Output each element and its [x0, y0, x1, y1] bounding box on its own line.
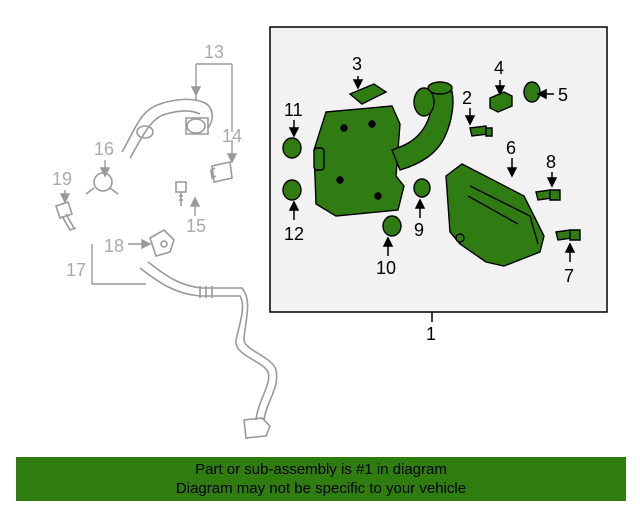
- callout-5: 5: [558, 85, 568, 105]
- housing: [313, 105, 405, 217]
- gasket-3: [348, 83, 388, 105]
- callout-17: 17: [66, 260, 86, 280]
- plug-4: [489, 91, 513, 113]
- banner-line-2: Diagram may not be specific to your vehi…: [175, 480, 467, 497]
- seal-11: [282, 137, 302, 159]
- callout-8: 8: [546, 152, 556, 172]
- callout-18: 18: [104, 236, 124, 256]
- callout-9: 9: [414, 220, 424, 240]
- callout-13: 13: [204, 42, 224, 62]
- seal-10: [382, 215, 402, 237]
- ghost-parts: [54, 98, 278, 439]
- fitting-19: [54, 200, 74, 220]
- banner-line-1: Part or sub-assembly is #1 in diagram: [195, 461, 447, 478]
- callout-7: 7: [564, 266, 574, 286]
- ghost-leaders: [59, 63, 238, 285]
- callout-10: 10: [376, 258, 396, 278]
- hose-13: [121, 98, 213, 153]
- callout-6: 6: [506, 138, 516, 158]
- hose-17: [139, 267, 270, 421]
- leader-lines: [288, 76, 576, 322]
- callout-3: 3: [352, 54, 362, 74]
- parts-diagram: 1 2 3 4 5 6 7 8 9 10 11 12 13 14 15 16 1…: [52, 26, 608, 439]
- callout-1: 1: [426, 324, 436, 344]
- callout-11: 11: [284, 100, 303, 120]
- clamp-16: [93, 172, 113, 192]
- callout-12: 12: [284, 224, 304, 244]
- disclaimer-banner: Part or sub-assembly is #1 in diagram Di…: [16, 457, 626, 501]
- callout-16: 16: [94, 139, 114, 159]
- cooler-6: [445, 163, 545, 267]
- cap-5: [523, 81, 541, 103]
- seal-12: [282, 179, 302, 201]
- assembly-parts: [282, 81, 581, 267]
- callout-4: 4: [494, 58, 504, 78]
- bolt-15: [175, 181, 187, 193]
- clip-14: [211, 161, 233, 183]
- callout-15: 15: [186, 216, 206, 236]
- bracket-18: [149, 229, 175, 257]
- callout-19: 19: [52, 169, 72, 189]
- seal-9: [413, 178, 431, 198]
- callout-14: 14: [222, 126, 242, 146]
- callout-2: 2: [462, 88, 472, 108]
